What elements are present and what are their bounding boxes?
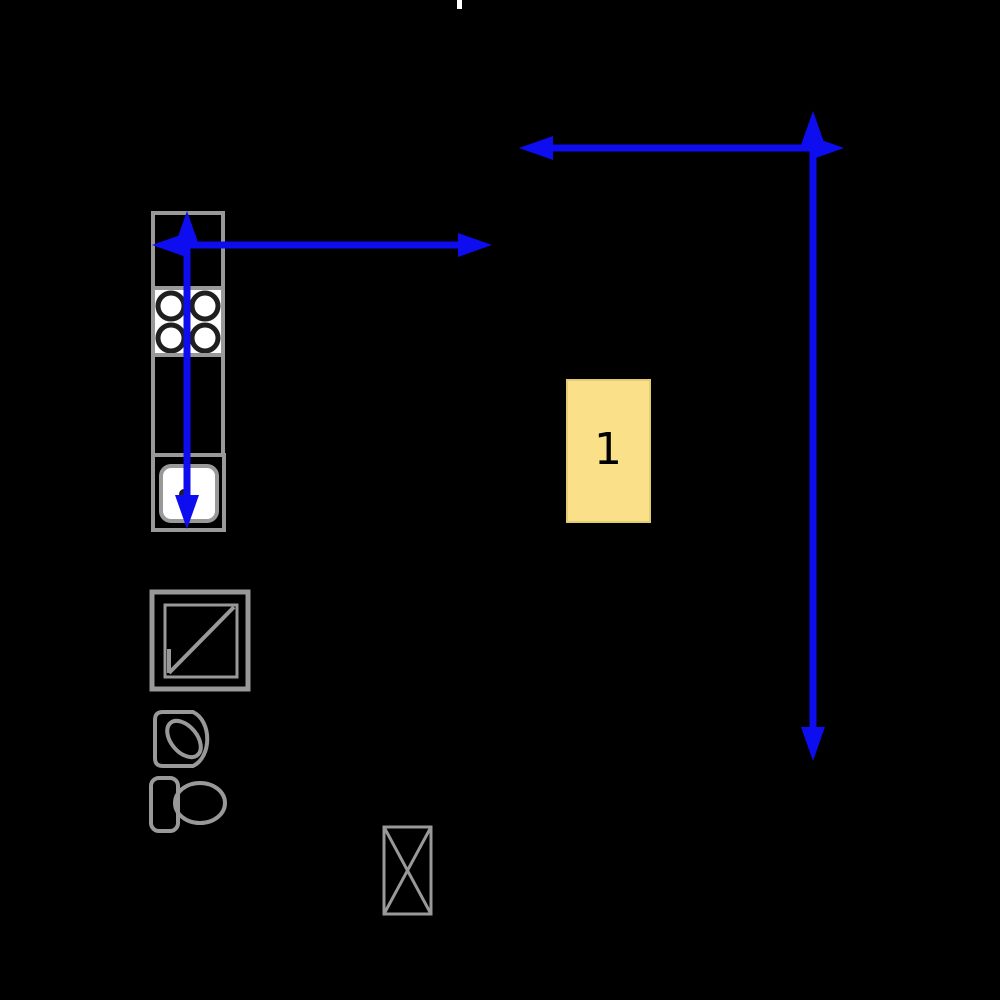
toilet-tank	[149, 776, 180, 833]
room-1-area	[566, 379, 651, 523]
room-1-label: 1	[594, 424, 622, 475]
arrowhead-bottom	[801, 727, 825, 761]
arrowhead-bottom	[175, 495, 199, 529]
shower-inner	[163, 603, 239, 679]
dimension-arrow-right-vertical	[801, 111, 825, 761]
shower-outer	[149, 589, 251, 692]
burner-top-right	[189, 290, 221, 322]
room-1: 1	[566, 379, 651, 523]
washbasin-body	[153, 710, 210, 768]
washbasin-icon	[153, 710, 210, 768]
arrowhead-right	[458, 233, 492, 257]
dimension-arrow-kitchen-vertical	[175, 211, 199, 529]
burner-top-left	[155, 290, 187, 322]
arrowhead-top	[175, 211, 199, 245]
shower-diagonal	[167, 605, 236, 675]
burner-bottom-right	[189, 322, 221, 354]
burner-bottom-left	[155, 322, 187, 354]
dimension-arrows	[152, 111, 844, 761]
arrowhead-top	[801, 111, 825, 145]
toilet-bowl	[173, 781, 227, 825]
washbasin-bowl	[165, 718, 203, 760]
shower-icon	[149, 589, 251, 692]
toilet-icon	[149, 776, 227, 833]
door-frame	[382, 825, 433, 916]
door-icon	[382, 825, 433, 916]
wall-tick	[457, 0, 462, 9]
door-cross-2	[382, 826, 433, 915]
arrowhead-left	[519, 136, 553, 160]
